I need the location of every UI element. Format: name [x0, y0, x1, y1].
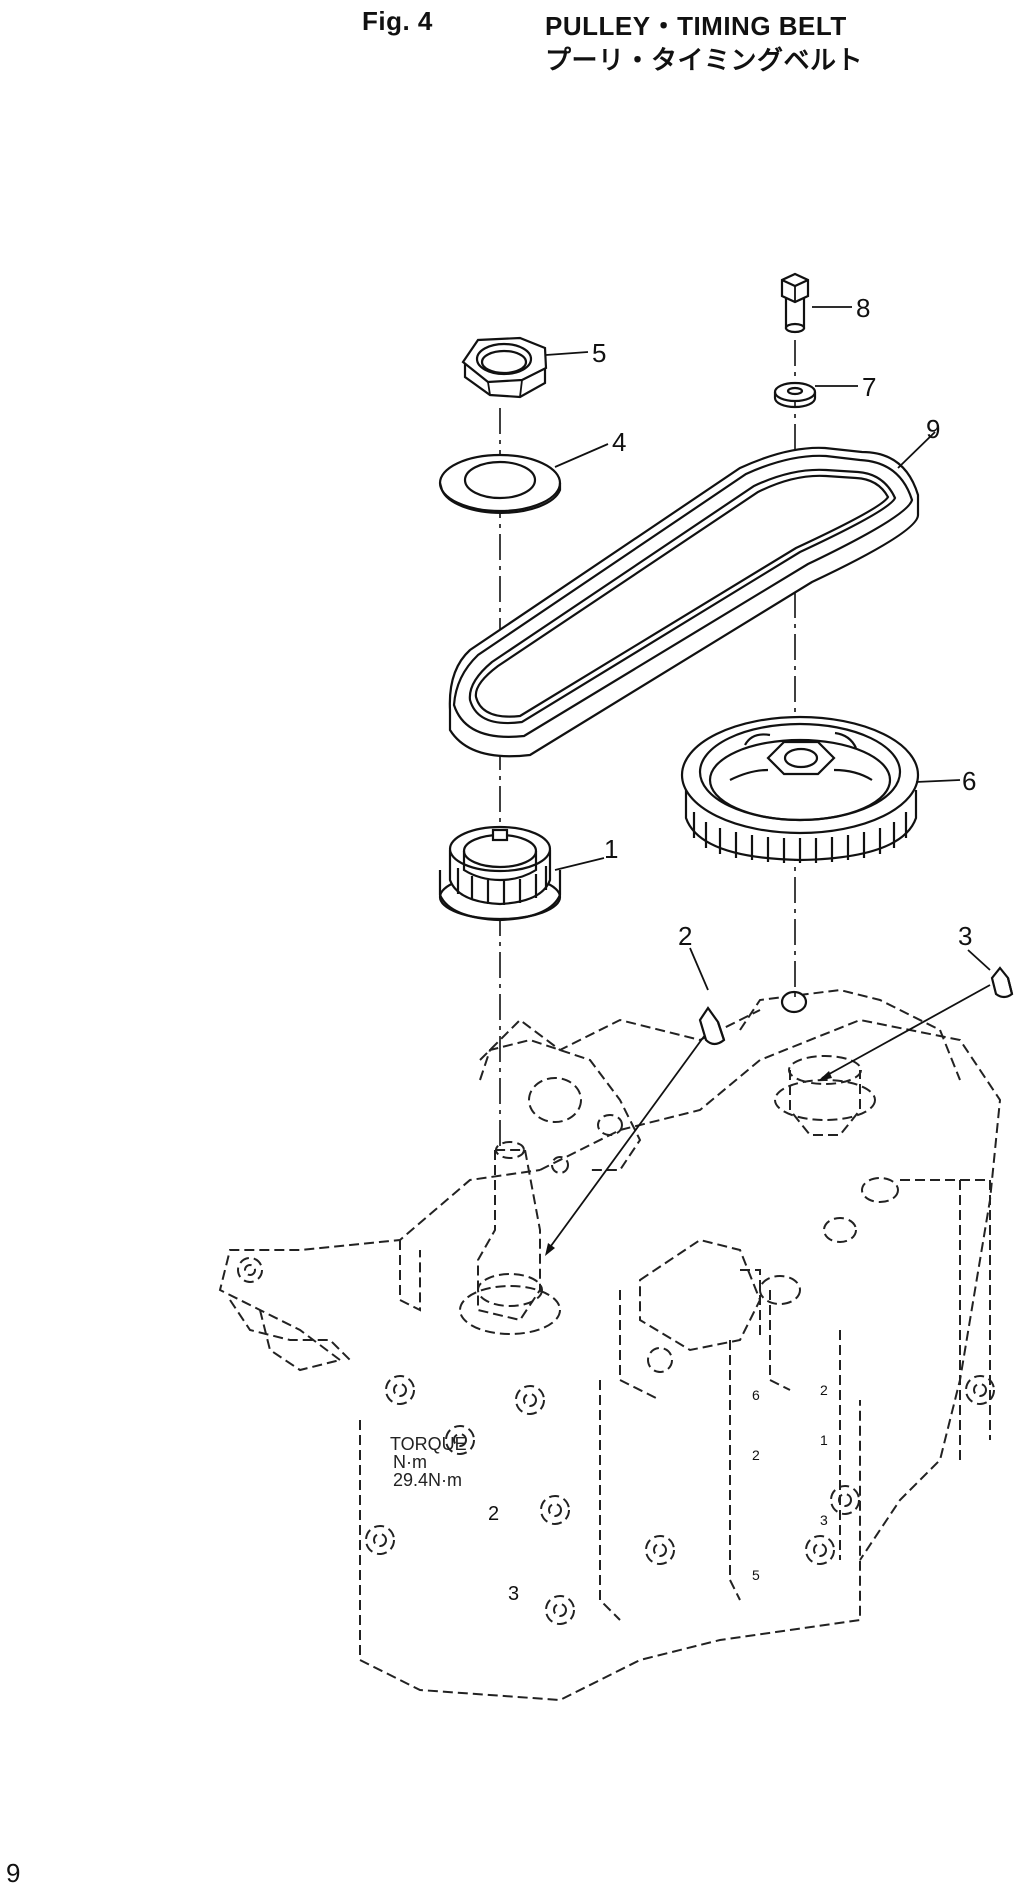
engine-block-phantom: TORQUE N·m 29.4N·m 2 3 2 1 2 3 5 6: [218, 988, 1002, 1702]
svg-text:N·m: N·m: [393, 1452, 427, 1472]
engine-mark-a: 2: [752, 1447, 760, 1463]
figure-title-japanese: プーリ・タイミングベルト: [545, 45, 864, 75]
svg-text:29.4N·m: 29.4N·m: [393, 1470, 462, 1490]
part-7-washer: [773, 381, 817, 409]
engine-mark-d: 3: [820, 1512, 828, 1528]
figure-number: Fig. 4: [362, 6, 433, 36]
engine-mark-cyl-2: 2: [488, 1503, 499, 1525]
leader-1: [554, 857, 605, 871]
part-2-key: [698, 1006, 726, 1046]
page-number: 9: [6, 1858, 21, 1888]
callout-2: 2: [678, 921, 692, 951]
callout-4: 4: [612, 427, 626, 457]
part-9-timing-belt: [448, 446, 920, 758]
leader-2-top: [689, 947, 709, 991]
part-3-key: [990, 966, 1014, 999]
leader-2-arrow: [547, 1034, 706, 1251]
callout-9: 9: [926, 414, 940, 444]
callout-3: 3: [958, 921, 972, 951]
figure-title-english: PULLEY・TIMING BELT: [545, 11, 847, 41]
engine-mark-cyl-3: 3: [508, 1583, 519, 1605]
part-5-nut: [461, 336, 548, 399]
part-6-cam-pulley: [680, 715, 920, 863]
part-1-crank-pulley: [438, 825, 562, 922]
engine-mark-e: 5: [752, 1567, 760, 1583]
callout-6: 6: [962, 766, 976, 796]
callout-1: 1: [604, 834, 618, 864]
leader-6: [915, 779, 961, 783]
engine-mark-f: 6: [752, 1387, 760, 1403]
callout-8: 8: [856, 293, 870, 323]
leader-3-top: [967, 949, 991, 971]
part-8-bolt: [780, 272, 810, 334]
part-4-plate: [438, 453, 562, 515]
leader-5: [545, 351, 589, 356]
engine-mark-b: 1: [820, 1432, 828, 1448]
callout-7: 7: [862, 372, 876, 402]
leader-3-arrow: [821, 984, 991, 1079]
engine-mark-c: 2: [820, 1382, 828, 1398]
engine-torque-engraving: TORQUE: [390, 1434, 467, 1454]
callout-5: 5: [592, 338, 606, 368]
leader-4: [554, 443, 609, 468]
leader-9: [897, 431, 936, 469]
